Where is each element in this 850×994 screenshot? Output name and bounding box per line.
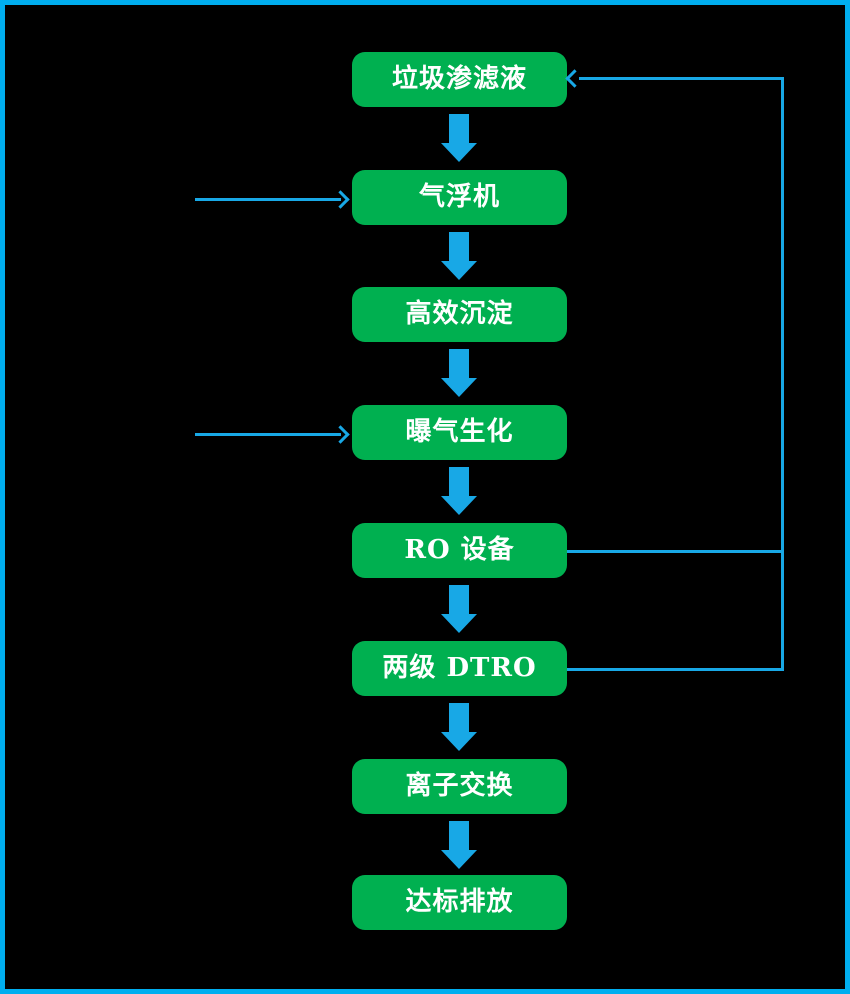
node-ion-exchange: 离子交换 [352,759,567,814]
down-arrow-icon [441,703,477,751]
node-sedimentation: 高效沉淀 [352,287,567,342]
feedback-line-to-leachate [579,77,784,80]
node-leachate: 垃圾渗滤液 [352,52,567,107]
input-arrow-aeration [195,433,341,436]
feedback-line-from-ro [567,550,784,553]
left-arrowhead-icon [565,69,584,88]
down-arrow-icon [441,232,477,280]
down-arrow-icon [441,585,477,633]
input-arrow-air-flotation [195,198,341,201]
node-ro: RO 设备 [352,523,567,578]
down-arrow-icon [441,821,477,869]
down-arrow-icon [441,467,477,515]
node-dtro: 两级 DTRO [352,641,567,696]
feedback-line-vertical [781,77,784,671]
node-discharge: 达标排放 [352,875,567,930]
down-arrow-icon [441,349,477,397]
right-arrowhead-icon [331,425,350,444]
down-arrow-icon [441,114,477,162]
node-aeration: 曝气生化 [352,405,567,460]
right-arrowhead-icon [331,190,350,209]
node-air-flotation: 气浮机 [352,170,567,225]
feedback-line-from-dtro [567,668,784,671]
